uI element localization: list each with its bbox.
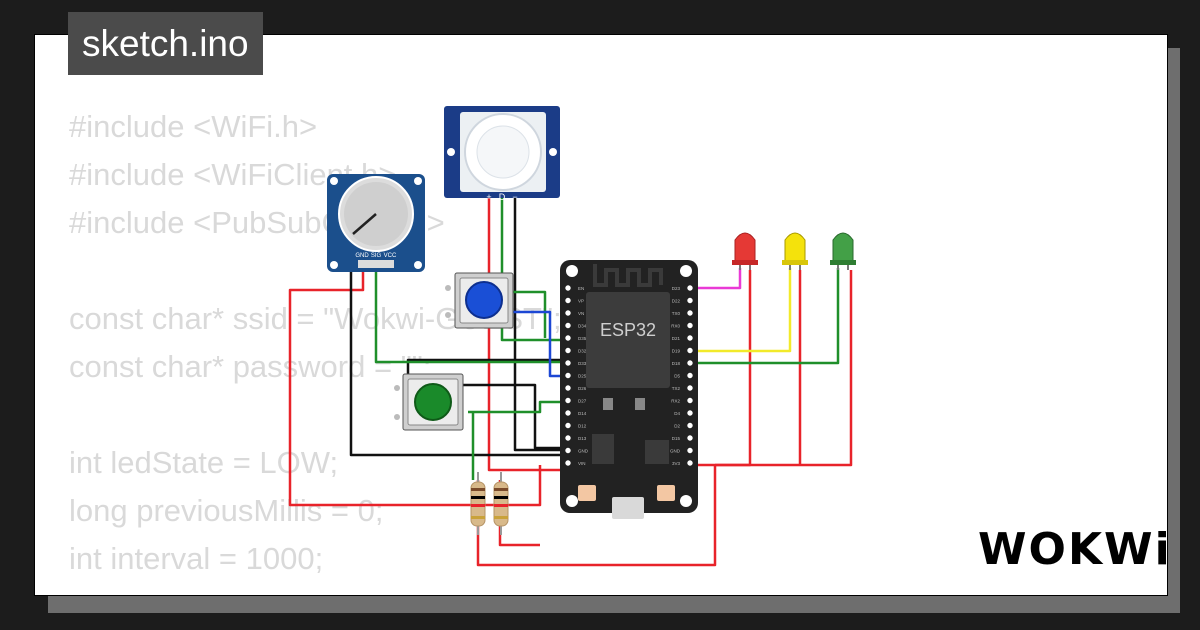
esp32-right-pin-label: D15 <box>672 436 681 441</box>
code-line-8: int ledState = LOW; <box>69 445 339 480</box>
esp32-right-pin-d4[interactable] <box>686 409 694 417</box>
esp32-right-pin-label: D5 <box>674 374 680 379</box>
resistor-2 <box>493 472 509 535</box>
esp32-right-pin-rx0[interactable] <box>686 321 694 330</box>
esp32-left-pin-d32[interactable] <box>564 346 572 355</box>
pot-pin-vcc-label: VCC <box>384 253 397 259</box>
esp32-left-pin-label: D34 <box>578 324 587 329</box>
esp32-regulator <box>592 434 614 464</box>
esp32-left-pin-label: VP <box>578 299 584 304</box>
potentiometer[interactable]: GND SIG VCC <box>327 174 425 272</box>
esp32-left-pin-label: D13 <box>578 436 587 441</box>
esp32-right-pin-label: GND <box>670 449 681 454</box>
esp32-left-pin-d27[interactable] <box>564 396 572 405</box>
esp32-right-pin-label: TX2 <box>672 386 681 391</box>
esp32-right-pin-d23[interactable] <box>686 284 694 292</box>
esp32-left-pin-d25[interactable] <box>564 371 572 380</box>
code-line-11: int ledPin = 23; <box>69 583 562 595</box>
esp32-left-pin-d12[interactable] <box>564 421 572 430</box>
esp32-left-pin-label: D27 <box>578 399 587 404</box>
esp32-right-pin-label: D18 <box>672 361 681 366</box>
pot-pin-sig-label: SIG <box>371 253 382 259</box>
usb-port <box>612 497 644 519</box>
esp32-left-pin-d26[interactable] <box>564 384 572 392</box>
pir-pin-data-label: D <box>499 192 506 202</box>
esp32-right-pin-label: RX2 <box>671 399 680 404</box>
esp32-right-pin-label: RX0 <box>671 324 680 329</box>
esp32-left-pin-label: D12 <box>578 424 587 429</box>
esp32-right-pin-d5[interactable] <box>686 371 694 380</box>
code-line-5: const char* ssid = "Wokwi-GUEST"; <box>69 301 562 336</box>
green-button[interactable] <box>394 373 464 431</box>
blue-button[interactable] <box>445 272 514 329</box>
esp32-left-pin-label: VN <box>578 311 584 316</box>
pir-pin-gnd-label: − <box>512 192 517 202</box>
pot-pin-gnd-label: GND <box>355 253 369 259</box>
esp32-right-pin-label: TX0 <box>672 311 681 316</box>
red-led[interactable] <box>732 232 758 270</box>
esp32-left-pin-label: D14 <box>578 411 587 416</box>
esp32-right-pin-d18[interactable] <box>686 359 694 367</box>
reset-button[interactable] <box>578 485 596 501</box>
esp32-right-pin-3v3[interactable] <box>686 459 694 467</box>
esp32-right-pin-d15[interactable] <box>686 434 694 442</box>
esp32-left-pin-label: D32 <box>578 349 587 354</box>
esp32-left-pin-d33[interactable] <box>564 359 572 367</box>
esp32-left-pin-gnd[interactable] <box>564 446 572 455</box>
esp32-left-pin-vn[interactable] <box>564 309 572 317</box>
esp32-right-pin-rx2[interactable] <box>686 396 694 405</box>
esp32-left-pin-label: VIN <box>578 461 586 466</box>
pir-sensor[interactable]: + D − <box>444 106 560 202</box>
signal-magenta-wire <box>690 268 742 290</box>
ground-wires <box>349 198 570 457</box>
esp32-module <box>586 292 670 388</box>
esp32-left-pin-label: D33 <box>578 361 587 366</box>
esp32-label: ESP32 <box>600 320 656 340</box>
yellow-led[interactable] <box>782 232 808 270</box>
esp32-left-pin-label: GND <box>578 449 589 454</box>
file-tab[interactable]: sketch.ino <box>68 12 263 75</box>
esp32-left-pin-vin[interactable] <box>564 459 572 467</box>
resistor-1 <box>470 472 486 535</box>
esp32-right-pin-d22[interactable] <box>686 296 694 305</box>
esp32-left-pin-d34[interactable] <box>564 321 572 330</box>
wokwi-logo: WOKWi <box>978 524 1172 575</box>
esp32-right-pin-tx2[interactable] <box>686 384 694 392</box>
esp32-right-pin-d2[interactable] <box>686 421 694 430</box>
code-line-9: long previousMillis = 0; <box>69 493 384 528</box>
esp32-left-pin-label: D25 <box>578 374 587 379</box>
esp32-left-pin-label: EN <box>578 286 584 291</box>
esp32-right-pin-label: D2 <box>674 424 680 429</box>
esp32-left-pin-label: D35 <box>578 336 587 341</box>
esp32-left-pin-vp[interactable] <box>564 296 572 305</box>
esp32-right-pin-label: D23 <box>672 286 681 291</box>
esp32-right-pin-label: 3V3 <box>672 461 681 466</box>
esp32-left-pin-en[interactable] <box>564 284 572 292</box>
esp32-right-pin-label: D4 <box>674 411 680 416</box>
code-line-1: #include <WiFi.h> <box>69 109 318 144</box>
esp32-left-pin-d14[interactable] <box>564 409 572 417</box>
esp32-right-pin-label: D22 <box>672 299 681 304</box>
esp32-left-pin-label: D26 <box>578 386 587 391</box>
esp32-right-pin-label: D19 <box>672 349 681 354</box>
esp32-right-pin-label: D21 <box>672 336 681 341</box>
knob-pointer <box>352 213 377 235</box>
signal-yellow-wire <box>690 268 792 353</box>
green-led[interactable] <box>830 232 856 270</box>
code-line-10: int interval = 1000; <box>69 541 324 576</box>
esp32-usb-chip <box>645 440 669 464</box>
esp32-left-pin-d35[interactable] <box>564 334 572 342</box>
pir-pin-vcc-label: + <box>486 192 491 202</box>
esp32-board[interactable]: ESP32 ENVPVND34D35D32D33D25D26D27D14D12D… <box>560 260 698 519</box>
esp32-right-pin-d21[interactable] <box>686 334 694 342</box>
signal-blue-wire <box>508 310 568 378</box>
esp32-right-pin-d19[interactable] <box>686 346 694 355</box>
esp32-right-pin-tx0[interactable] <box>686 309 694 317</box>
esp32-left-pin-d13[interactable] <box>564 434 572 442</box>
esp32-right-pin-gnd[interactable] <box>686 446 694 455</box>
boot-button[interactable] <box>657 485 675 501</box>
